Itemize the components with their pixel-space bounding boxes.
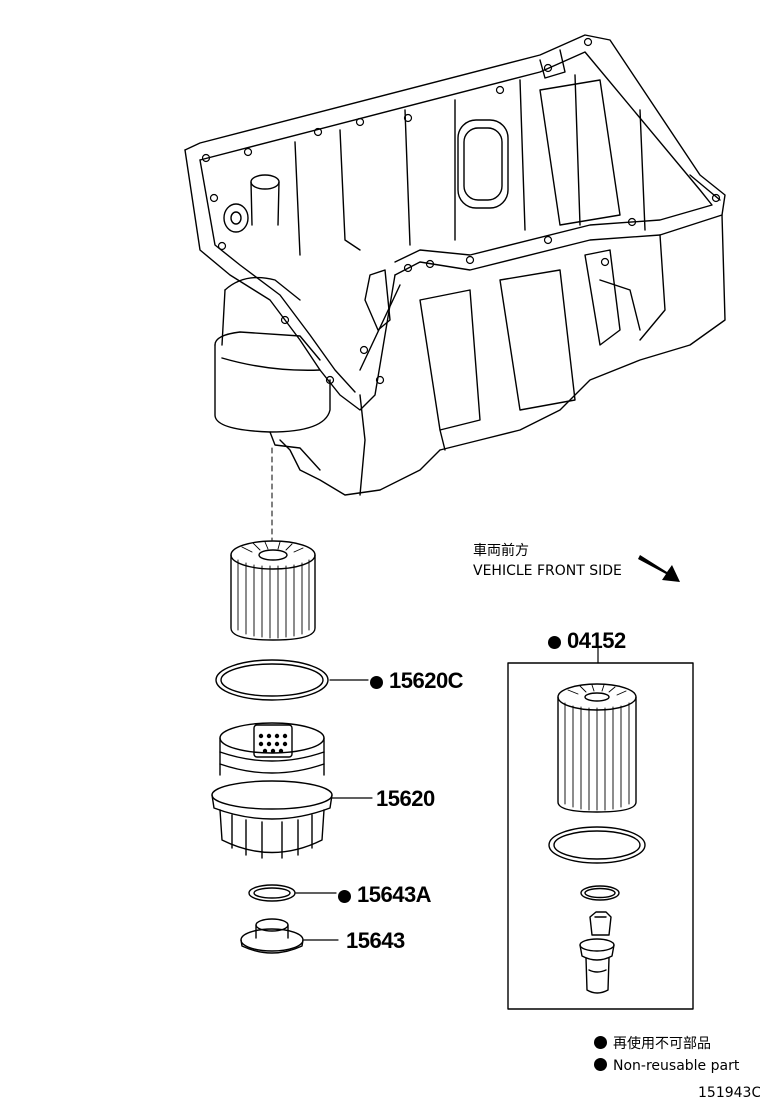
part-label-15620c: 15620C — [370, 670, 464, 692]
oil-filter-element — [230, 540, 316, 641]
non-reusable-marker-icon — [338, 890, 351, 903]
drain-plug-oring — [248, 884, 296, 902]
front-side-label-en: VEHICLE FRONT SIDE — [473, 563, 622, 579]
kit-oring — [580, 885, 620, 901]
part-label-15643a: 15643A — [338, 884, 432, 906]
kit-drain-pipe — [579, 911, 615, 994]
drain-plug — [240, 918, 304, 954]
part-label-15643: 15643 — [346, 928, 405, 953]
illustration-code: 151943C — [698, 1085, 760, 1101]
filter-cap-gasket — [215, 659, 329, 701]
kit-box — [507, 662, 694, 1010]
kit-gasket — [548, 826, 646, 864]
non-reusable-marker-icon — [370, 676, 383, 689]
kit-filter-element — [557, 683, 637, 813]
non-reusable-marker-icon — [548, 636, 561, 649]
legend-dot-icon — [594, 1058, 607, 1071]
part-label-15620: 15620 — [376, 786, 435, 811]
front-side-label-jp: 車両前方 — [473, 543, 529, 559]
arrow-down-right-icon — [638, 555, 680, 582]
legend-dot-icon — [594, 1036, 607, 1049]
legend-en: Non-reusable part — [594, 1058, 739, 1073]
legend-jp: 再使用不可部品 — [594, 1036, 711, 1051]
part-label-04152: 04152 — [548, 630, 626, 652]
engine-oil-pan — [184, 34, 726, 496]
oil-filter-cap — [211, 722, 333, 859]
